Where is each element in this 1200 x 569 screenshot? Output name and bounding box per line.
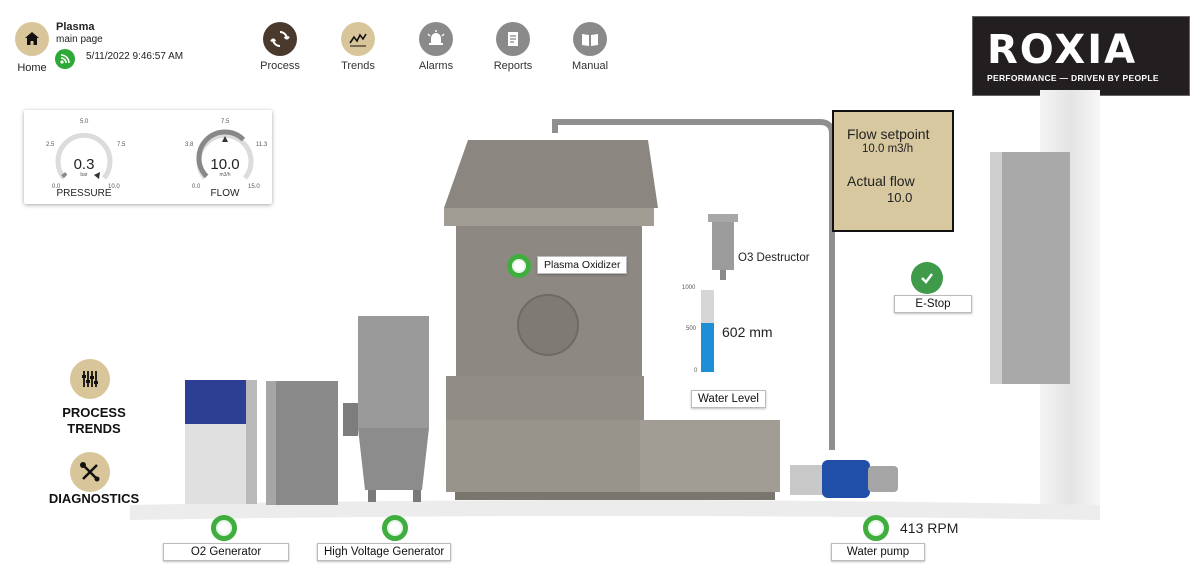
nav-process[interactable]: Process: [240, 22, 320, 72]
pressure-gauge: [55, 132, 113, 180]
water-level-value: 602 mm: [722, 324, 773, 340]
plasma-oxidizer-status-icon[interactable]: [507, 254, 531, 278]
pump-speed: 413 RPM: [900, 520, 959, 536]
hv-generator-label: High Voltage Generator: [317, 543, 452, 561]
home-button[interactable]: Home: [12, 22, 52, 74]
o2-generator-status-icon[interactable]: [211, 515, 237, 541]
water-level-label: Water Level: [691, 390, 766, 408]
logo-name: ROXIA: [987, 27, 1138, 73]
nav-manual-label: Manual: [571, 60, 609, 72]
water-pump-status-icon[interactable]: [863, 515, 889, 541]
process-trends-button[interactable]: PROCESS TRENDS: [62, 405, 126, 436]
flow-value: 10.0: [210, 156, 240, 173]
pressure-unit: bar: [80, 172, 88, 178]
gauge-panel: 5.0 2.5 7.5 0.0 10.0 0.3 bar PRESSURE 7.…: [24, 110, 272, 204]
diagnostics-button[interactable]: DIAGNOSTICS: [48, 491, 140, 506]
hv-generator-status-icon[interactable]: [382, 515, 408, 541]
water-tick-mid: 500: [686, 326, 697, 332]
water-pump-label: Water pump: [831, 543, 925, 561]
datetime: 5/11/2022 9:46:57 AM: [86, 51, 184, 62]
nav-trends-label: Trends: [341, 60, 375, 72]
diagnostics-tools-icon[interactable]: [70, 452, 110, 492]
actual-flow-value: 10.0: [887, 190, 913, 205]
nav-process-label: Process: [260, 60, 300, 72]
nav-trends[interactable]: Trends: [318, 22, 398, 72]
flow-gauge: [196, 129, 254, 180]
o2-generator-label: O2 Generator: [163, 543, 289, 561]
water-level-fill: [701, 322, 714, 372]
connection-status-icon: [55, 49, 75, 69]
book-icon: [573, 22, 607, 56]
flow-setpoint-value: 10.0 m3/h: [862, 143, 914, 155]
water-tick-max: 1000: [682, 285, 696, 291]
logo-tagline: PERFORMANCE — DRIVEN BY PEOPLE: [987, 73, 1159, 83]
estop-label[interactable]: E-Stop: [894, 295, 972, 313]
nav-alarms-label: Alarms: [418, 60, 454, 72]
water-tick-min: 0: [694, 368, 698, 374]
report-document-icon: [496, 22, 530, 56]
flow-panel: Flow setpoint 10.0 m3/h Actual flow 10.0: [832, 110, 954, 232]
alarm-bell-icon: [419, 22, 453, 56]
cycle-icon: [263, 22, 297, 56]
app-subtitle: main page: [56, 34, 103, 45]
home-icon: [15, 22, 49, 56]
nav-alarms[interactable]: Alarms: [396, 22, 476, 72]
process-trends-icon[interactable]: [70, 359, 110, 399]
flow-unit: m3/h: [219, 172, 231, 178]
roxia-logo: ROXIA PERFORMANCE — DRIVEN BY PEOPLE: [972, 16, 1190, 96]
pressure-value: 0.3: [73, 156, 95, 173]
estop-status-icon[interactable]: [911, 262, 943, 294]
home-label: Home: [17, 62, 47, 74]
nav-reports-label: Reports: [493, 60, 533, 72]
trend-line-icon: [341, 22, 375, 56]
water-level-gauge: [701, 290, 714, 372]
pressure-label: PRESSURE: [56, 188, 112, 199]
nav-reports[interactable]: Reports: [473, 22, 553, 72]
nav-manual[interactable]: Manual: [550, 22, 630, 72]
app-title: Plasma: [56, 21, 95, 33]
plasma-oxidizer-label: Plasma Oxidizer: [537, 256, 628, 274]
actual-flow-label: Actual flow: [847, 173, 915, 189]
flow-label: FLOW: [210, 188, 240, 199]
flow-setpoint-label: Flow setpoint: [847, 126, 930, 142]
o3-destructor-label: O3 Destructor: [738, 252, 810, 264]
